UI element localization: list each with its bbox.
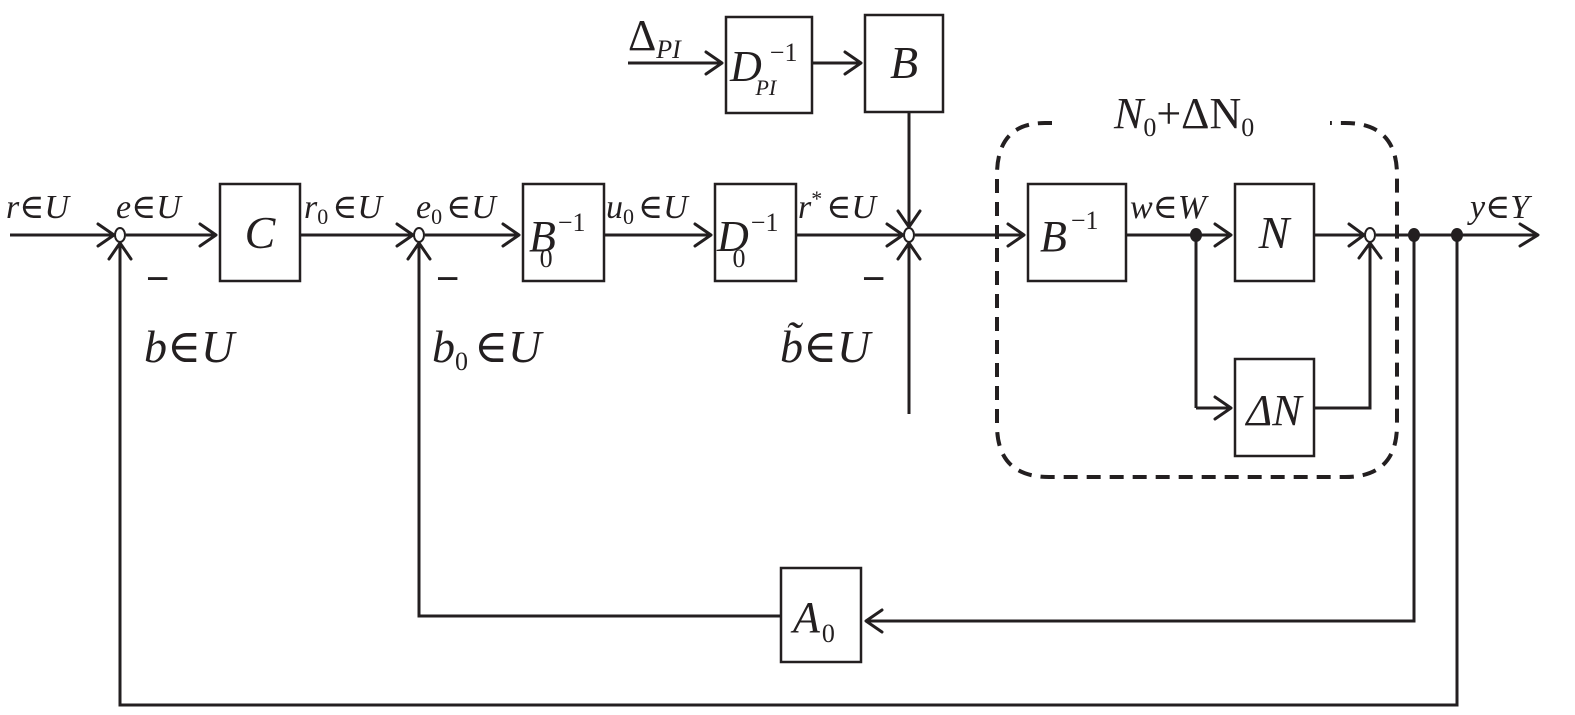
minus-sign-e: − <box>146 257 169 301</box>
arrowhead <box>1213 222 1233 248</box>
B0inv-sub: 0 <box>540 244 553 273</box>
minus-sign-e0: − <box>436 257 459 301</box>
svg-text:D−1PI: D −1PI <box>729 38 797 100</box>
minus-sign-main: − <box>862 257 885 301</box>
block-A0: A0 <box>779 566 863 664</box>
signal-y-label: y∈Y <box>1467 189 1532 226</box>
block-N: N <box>1233 182 1316 283</box>
arrowhead <box>843 50 863 76</box>
subsystem-label: N0+ΔN0 <box>1113 89 1254 142</box>
block-B: B <box>863 13 945 114</box>
A0-sub: 0 <box>822 619 835 648</box>
arrowhead <box>864 608 884 634</box>
svg-text:A0: A0 <box>790 593 835 648</box>
arrowhead <box>198 222 218 248</box>
feedback-btilde-label: b̃∈U <box>780 321 873 372</box>
signal-r-label: r∈U <box>6 189 71 226</box>
block-C: C <box>218 182 302 283</box>
signal-deltaPI-label: ΔPI <box>628 11 682 64</box>
branch-dot-outer <box>1451 228 1463 242</box>
D0inv-base: D <box>716 212 749 261</box>
block-deltaN: ΔN <box>1233 357 1316 458</box>
B0inv-base: B <box>529 212 556 261</box>
signal-rstar-label: r*∈U <box>798 186 878 226</box>
D0inv-sup: −1 <box>751 208 779 237</box>
signal-u0-label: u0∈U <box>606 189 690 229</box>
D0inv-sub: 0 <box>732 244 745 273</box>
sum-junction-main <box>903 227 915 243</box>
block-B-inverse: B−1 <box>1026 182 1128 283</box>
subsystem-boundary <box>995 121 1399 479</box>
signal-r0-label: r0∈U <box>304 189 384 229</box>
wire-fb-b0 <box>417 243 781 618</box>
Binv-base: B <box>1040 212 1067 261</box>
arrowhead <box>1518 222 1540 248</box>
signal-e0-label: e0∈U <box>416 189 498 229</box>
arrowhead <box>501 222 521 248</box>
feedback-b0-label: b0∈U <box>432 321 544 376</box>
arrowhead <box>693 222 713 248</box>
svg-text:B−10: B−10 <box>529 208 586 273</box>
DPIinv-base: D <box>729 42 762 91</box>
Binv-sup: −1 <box>1071 206 1099 235</box>
svg-text:D−10: D−10 <box>716 208 778 273</box>
signal-w-label: w∈W <box>1130 189 1209 226</box>
DPIinv-sup: −1 <box>770 38 798 67</box>
arrowhead <box>704 50 724 76</box>
svg-text:B−1: B−1 <box>1040 206 1099 261</box>
signal-e-label: e∈U <box>116 189 183 226</box>
A0-base: A <box>790 593 821 642</box>
block-N-label: N <box>1258 207 1292 258</box>
DPIinv-sub: PI <box>754 75 777 100</box>
feedback-b-label: b∈U <box>144 321 237 372</box>
arrowhead <box>1006 222 1026 248</box>
sum-junction-e0 <box>413 227 425 243</box>
sum-junction-e <box>114 227 126 243</box>
arrowhead <box>1213 395 1233 421</box>
block-deltaN-label: ΔN <box>1244 386 1304 435</box>
branch-dot-w <box>1190 228 1202 242</box>
wire-deltaN-out <box>1314 243 1372 410</box>
B0inv-sup: −1 <box>558 208 586 237</box>
sum-junction-output <box>1364 227 1376 243</box>
block-C-label: C <box>245 207 277 258</box>
wire-fb-A0-in <box>866 235 1416 623</box>
branch-dot-A0 <box>1408 228 1420 242</box>
wire-fb-b <box>118 235 1459 707</box>
block-B-label: B <box>890 37 918 88</box>
